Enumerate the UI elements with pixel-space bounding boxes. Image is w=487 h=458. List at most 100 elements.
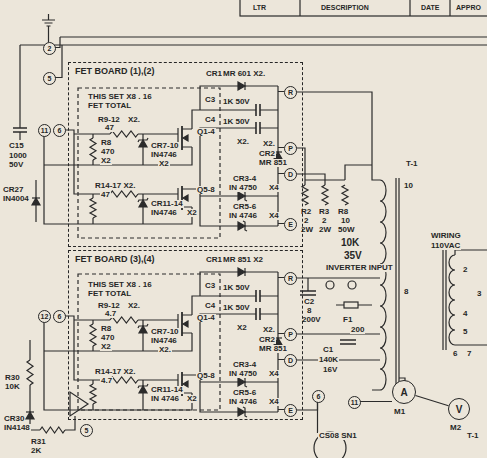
part-label: CR5-6 bbox=[232, 389, 257, 397]
capacitor-symbol bbox=[256, 308, 260, 320]
part-label: 47 bbox=[104, 124, 115, 132]
diode-symbol bbox=[139, 140, 147, 147]
part-label: C3 bbox=[204, 96, 216, 104]
terminal-number: D bbox=[284, 354, 297, 367]
part-label: IN 4750 bbox=[228, 184, 258, 192]
part-label: Q1-4 bbox=[196, 128, 216, 136]
part-label: T-1 bbox=[405, 160, 419, 168]
part-label: X2. bbox=[158, 346, 172, 354]
bus-wire bbox=[20, 37, 487, 78]
part-label: 10K bbox=[340, 238, 360, 248]
part-label: X4 bbox=[268, 370, 280, 378]
part-label: R30 bbox=[4, 374, 21, 382]
part-label: DATE bbox=[420, 4, 441, 11]
diode-bar bbox=[138, 324, 148, 328]
board-note: THIS SET X8 . 16 FET TOTAL bbox=[88, 281, 156, 299]
part-label: 1K 50V bbox=[222, 304, 251, 312]
resistor-symbol bbox=[90, 324, 96, 346]
diode-symbol bbox=[139, 326, 147, 333]
wire bbox=[260, 296, 278, 314]
part-label: R3 bbox=[318, 208, 330, 216]
terminal-number: 11 bbox=[348, 396, 361, 409]
diode-symbol bbox=[238, 268, 245, 276]
diode-bar bbox=[243, 407, 247, 417]
resistor-symbol bbox=[90, 384, 96, 404]
part-label: LTR bbox=[252, 4, 267, 11]
capacitor-symbol bbox=[256, 122, 260, 134]
capacitor-symbol bbox=[256, 104, 260, 116]
meter-letter: V bbox=[449, 404, 469, 415]
fet-arrow bbox=[183, 135, 188, 141]
part-label: X2. bbox=[262, 140, 276, 148]
part-label: IN 4746 bbox=[228, 212, 258, 220]
board-heading: FET BOARD (3),(4) bbox=[75, 255, 155, 265]
board-heading: FET BOARD (1),(2) bbox=[75, 67, 155, 77]
part-label: X2 bbox=[158, 160, 170, 168]
part-label: CR5-6 bbox=[232, 203, 257, 211]
part-label: APPRO bbox=[455, 4, 482, 11]
resistor-symbol bbox=[90, 198, 96, 218]
terminal-number: P bbox=[284, 328, 297, 341]
meter-name: M2 bbox=[450, 424, 461, 433]
part-label: 3 bbox=[476, 290, 482, 298]
wire bbox=[336, 304, 372, 305]
part-label: X2 bbox=[100, 157, 112, 165]
terminal-number: 12 bbox=[38, 310, 51, 323]
diode-symbol bbox=[139, 200, 147, 207]
part-label: R8 bbox=[100, 139, 112, 147]
part-label: X4 bbox=[268, 212, 280, 220]
part-label: 470 bbox=[100, 334, 115, 342]
wire bbox=[260, 110, 278, 128]
terminal-number: D bbox=[284, 168, 297, 181]
wire bbox=[200, 375, 278, 412]
part-label: R9-12 bbox=[97, 116, 121, 124]
part-label: 2K bbox=[30, 447, 42, 455]
part-label: 10 bbox=[340, 217, 351, 225]
part-label: Q1-4 bbox=[196, 314, 216, 322]
fuse-symbol bbox=[344, 302, 358, 308]
part-label: MR 851 bbox=[258, 345, 288, 353]
input-terminal bbox=[326, 281, 334, 289]
fet-board: FET BOARD (3),(4) THIS SET X8 . 16 FET TO… bbox=[68, 250, 303, 420]
meter-circle: AM1 bbox=[392, 380, 416, 404]
diode-symbol bbox=[26, 412, 34, 419]
resistor-symbol bbox=[40, 427, 65, 433]
terminal-number: E bbox=[284, 404, 297, 417]
part-label: 470 bbox=[100, 148, 115, 156]
terminal-number: R bbox=[284, 272, 297, 285]
source-return-wire bbox=[44, 321, 192, 410]
part-label: CR7-10 bbox=[150, 328, 180, 336]
terminal-number: R bbox=[284, 86, 297, 99]
wire bbox=[295, 278, 380, 410]
resistor-symbol bbox=[110, 191, 138, 197]
part-label: 10K bbox=[4, 383, 21, 391]
part-label: 50W bbox=[337, 226, 355, 234]
wire bbox=[317, 401, 318, 433]
fet-arrow bbox=[183, 381, 188, 387]
part-label: 1K 50V bbox=[222, 98, 251, 106]
terminal-number: E bbox=[284, 218, 297, 231]
part-label: 140K bbox=[318, 356, 339, 364]
part-label: F1 bbox=[342, 316, 353, 324]
part-label: CR2 bbox=[258, 150, 276, 158]
part-label: 2W bbox=[318, 226, 332, 234]
part-label: R9-12 bbox=[97, 302, 121, 310]
part-label: INVERTER INPUT bbox=[325, 264, 394, 272]
terminal-number: P bbox=[284, 142, 297, 155]
wire bbox=[200, 189, 278, 226]
part-label: C1 bbox=[322, 346, 334, 354]
diode-symbol bbox=[238, 408, 245, 416]
diode-symbol bbox=[238, 378, 245, 386]
diode-symbol bbox=[238, 82, 245, 90]
part-label: 8 bbox=[403, 288, 409, 296]
part-label: X2. bbox=[262, 326, 276, 334]
resistor-symbol bbox=[90, 138, 96, 160]
part-label: CR30 bbox=[3, 415, 25, 423]
part-label: X4 bbox=[268, 398, 280, 406]
part-label: 200 bbox=[350, 326, 365, 334]
part-label: MR 851 X2 bbox=[222, 256, 264, 264]
part-label: 4 bbox=[462, 310, 468, 318]
part-label: 2 bbox=[321, 217, 327, 225]
meter-letter: A bbox=[393, 387, 415, 398]
